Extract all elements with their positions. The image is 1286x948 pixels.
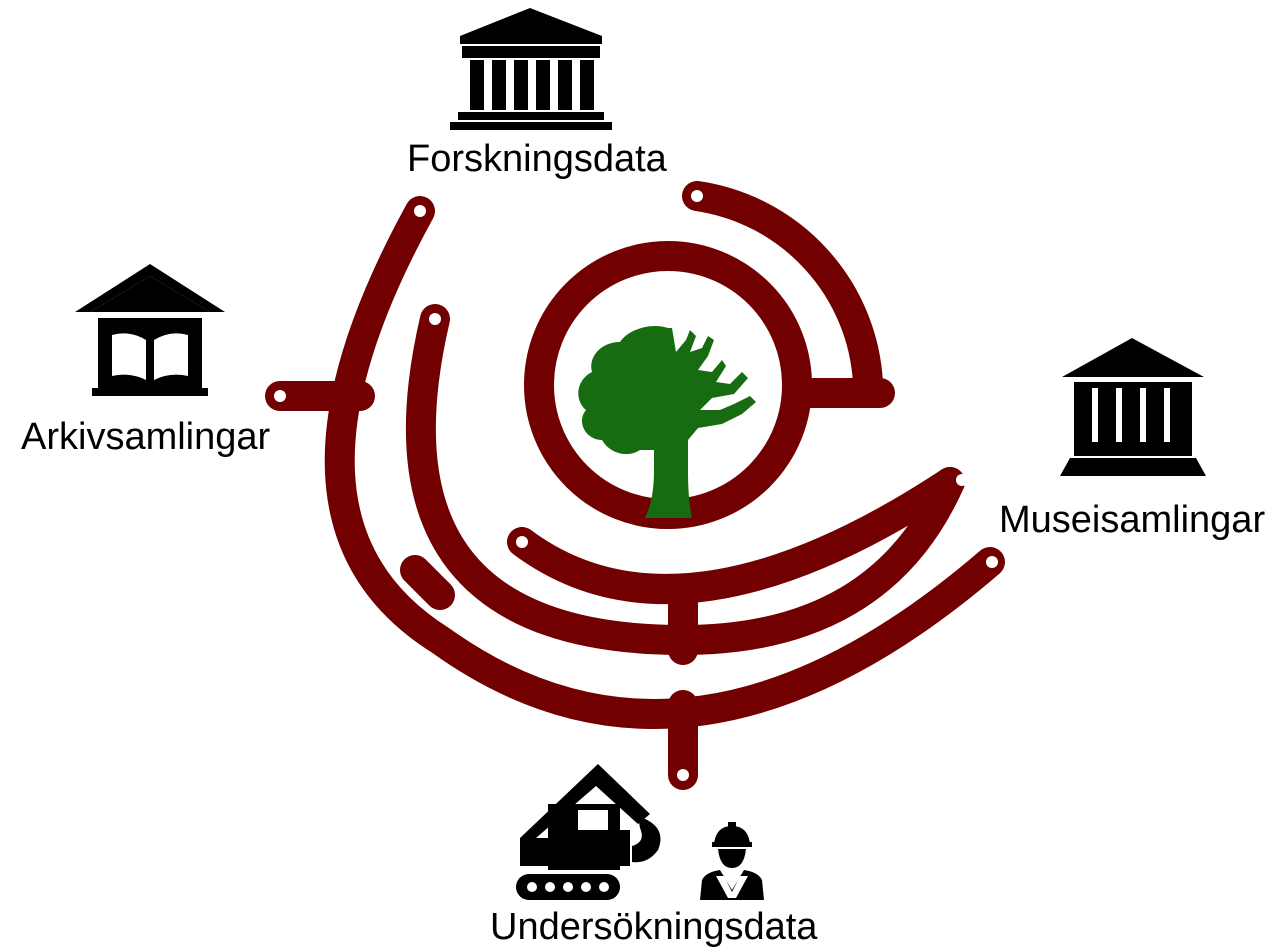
arc-inner-lower [507,467,965,605]
column [536,60,550,110]
outer-link [400,555,455,610]
arc-research [682,181,883,398]
tree-foliage [578,325,668,518]
archive-library-icon [75,264,225,396]
terminal-dot [677,769,689,781]
column [558,60,572,110]
cab-window [578,810,608,830]
pediment [460,8,602,44]
column [1122,388,1140,444]
base-step [458,112,604,120]
track-wheel [581,882,591,892]
entablature [1074,382,1192,388]
terminal-dot [516,536,528,548]
entablature [462,46,600,58]
track-wheel [527,882,537,892]
book-icon [112,333,188,380]
roof-fill [90,276,210,312]
track-wheel [563,882,573,892]
connector-network [265,181,1005,790]
terminal-dot [274,390,286,402]
book-right-page [154,333,188,380]
worker-head [718,849,746,868]
construction-worker-icon [700,822,764,900]
track-wheel [599,882,609,892]
base-step [450,122,612,130]
excavator-bucket [632,816,661,863]
terminal-dot [691,190,703,202]
helmet [714,826,750,844]
track-wheel [545,882,555,892]
excavator-body [520,764,650,870]
label-research: Forskningsdata [407,138,667,180]
label-survey: Undersökningsdata [490,906,818,948]
oak-tree-icon [578,325,756,518]
base [1074,442,1192,456]
label-archive: Arkivsamlingar [21,416,271,458]
book-left-page [112,333,146,380]
arc-archive [406,304,965,655]
museum-building-icon [1060,338,1206,476]
worker-body [700,870,764,900]
roof [75,264,225,312]
terminal-dot [986,556,998,568]
tree-branches [668,328,756,518]
vest-detail [716,876,748,898]
connector-terminals [274,190,998,781]
column [492,60,506,110]
column [1098,388,1116,444]
terminal-dot [414,205,426,217]
label-museum: Museisamlingar [999,499,1266,541]
excavator-icon [516,764,661,900]
column [514,60,528,110]
institution-building-icon [450,8,612,130]
terminal-dot [429,313,441,325]
terminal-dot [956,474,968,486]
column [1074,388,1092,444]
column [470,60,484,110]
base-step [1060,458,1206,476]
column [1146,388,1164,444]
column [1170,388,1192,444]
foundation [92,388,208,396]
pediment [1062,338,1204,377]
column [580,60,594,110]
helmet-brim [712,842,752,847]
